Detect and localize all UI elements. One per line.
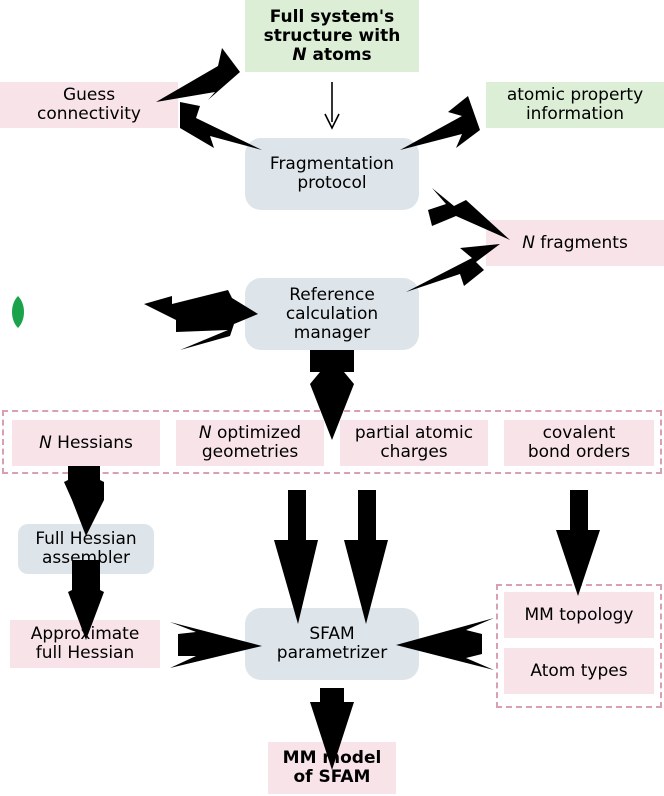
fragmentation-protocol-node: Fragmentation protocol [245,138,419,210]
sfam-line1: SFAM [309,624,355,644]
bond-orders-line2: bond orders [527,442,631,462]
full-system-atoms: atoms [306,44,372,65]
arrow-sfam-to-mm-model [310,688,354,770]
mm-topology-label: MM topology [524,604,634,625]
arrow-system-to-guess [156,48,240,102]
full-system-n: N [292,44,307,65]
guess-connectivity-node: Guess connectivity [0,82,178,128]
bond-orders-line1: covalent [542,423,616,443]
mm-model-line2: of SFAM [293,767,371,787]
arrow-guess-to-fragmentation [180,102,262,150]
atomic-property-line2: information [525,104,625,124]
reference-manager-node: Reference calculation manager [245,278,419,350]
partial-charges-line2: charges [380,442,448,462]
n-hessians-rest: Hessians [51,432,133,453]
assembler-line2: assembler [41,548,131,568]
n-hessians-label: N Hessians [39,432,133,453]
n-optimized-geometries-node: N optimized geometries [176,420,324,466]
n-fragments-rest: fragments [534,232,628,253]
partial-charges-line1: partial atomic [354,423,474,443]
reference-line3: manager [293,322,371,343]
guess-connectivity-line2: connectivity [36,104,141,124]
arrow-assembler-to-approximate [68,560,104,640]
atom-types-label: Atom types [530,660,628,681]
n-optimized-line2: geometries [201,442,299,462]
sfam-parametrizer-node: SFAM parametrizer [245,608,419,680]
arrow-charges-to-sfam [344,490,388,624]
bond-orders-node: covalent bond orders [504,420,654,466]
fragmentation-line2: protocol [297,173,367,193]
leaf-icon [12,296,24,328]
reference-line1: Reference [289,284,375,305]
full-system-line1: Full system's [269,6,395,27]
arrow-reference-to-outputs [310,350,354,440]
arrow-system-to-fragmentation [324,82,340,130]
arrow-bonds-to-topology [556,490,600,596]
full-system-line3: N atoms [292,44,372,65]
sfam-line2: parametrizer [276,643,388,663]
full-system-line2: structure with [263,25,401,46]
arrow-fragments-to-reference [406,244,500,292]
arrow-topology-to-sfam [396,618,494,670]
n-hessians-n: N [39,432,52,453]
atomic-property-line1: atomic property [506,85,644,105]
arrow-approximate-to-sfam [170,622,262,668]
n-fragments-node: N fragments [486,220,664,266]
arrow-property-to-fragmentation [400,96,480,150]
atom-types-node: Atom types [504,648,654,694]
assembler-line1: Full Hessian [35,529,137,549]
partial-charges-node: partial atomic charges [340,420,488,466]
arrow-geometries-to-sfam [274,490,318,624]
approximate-hessian-node: Approximate full Hessian [10,620,160,668]
arrow-reference-to-leaf [144,290,258,350]
reference-line2: calculation [285,303,379,324]
fragmentation-line1: Fragmentation [269,154,395,174]
arrow-fragmentation-to-fragments [428,188,510,240]
n-optimized-n: N [198,423,212,443]
arrow-hessians-to-assembler [64,466,104,536]
atomic-property-node: atomic property information [486,82,664,128]
n-fragments-label: N fragments [522,232,628,253]
n-hessians-node: N Hessians [12,420,160,466]
approximate-line2: full Hessian [35,643,135,663]
n-optimized-rest: optimized [211,423,302,443]
n-optimized-line1: N optimized [199,424,301,443]
n-fragments-n: N [522,232,535,253]
guess-connectivity-line1: Guess [62,85,116,105]
full-system-node: Full system's structure with N atoms [245,0,419,72]
mm-topology-node: MM topology [504,592,654,638]
